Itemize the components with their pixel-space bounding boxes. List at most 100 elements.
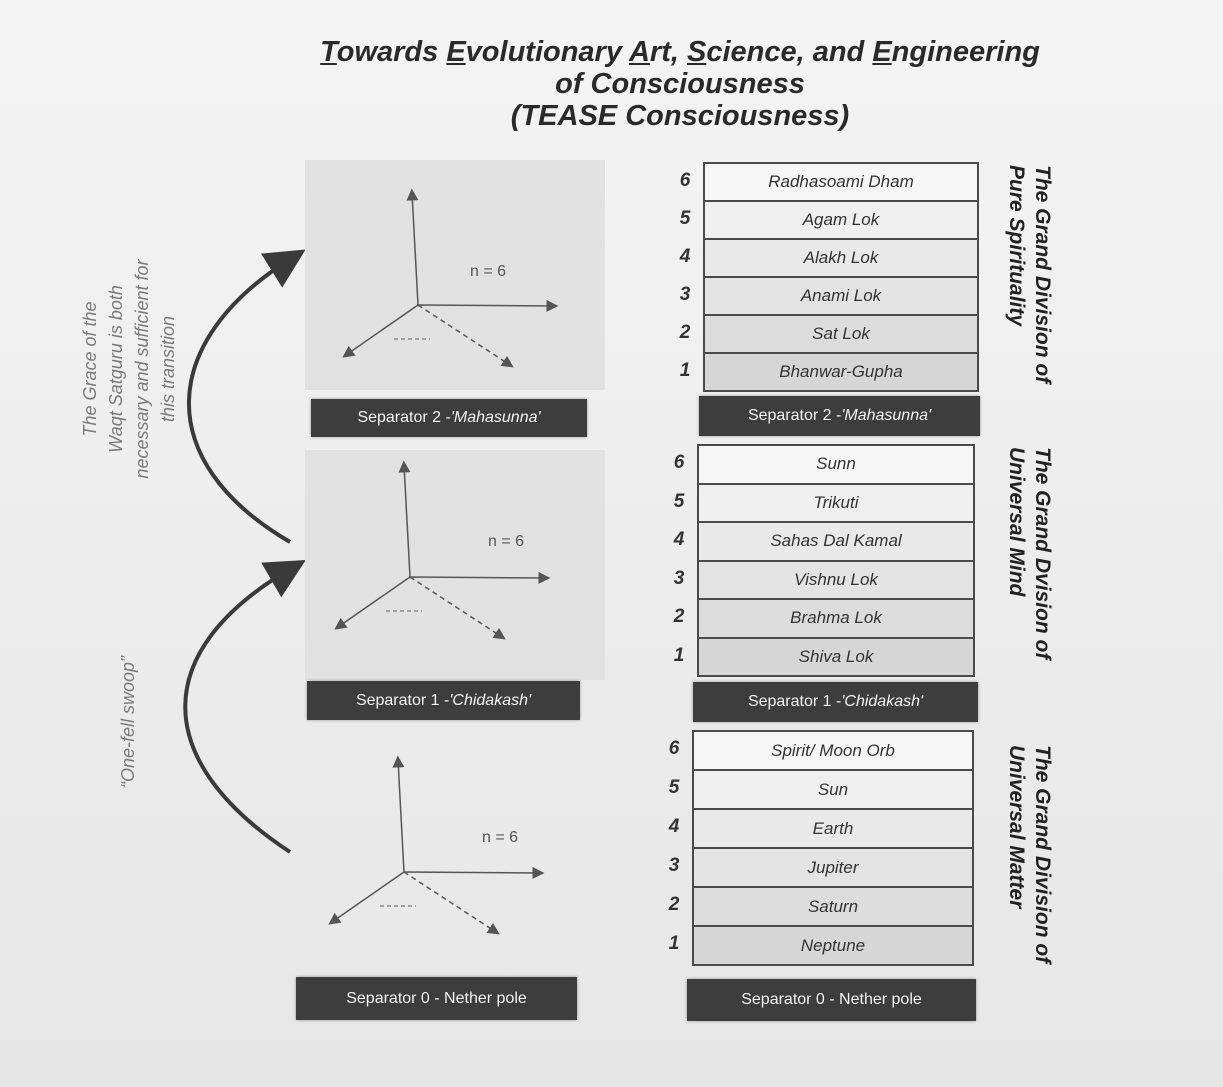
title-line-3: (TEASE Consciousness) — [510, 100, 850, 132]
separator-prefix: Separator 0 - Nether pole — [346, 989, 527, 1007]
horizontal-axis — [409, 571, 551, 584]
vertical-axis — [406, 188, 419, 306]
separator-label: Separator 0 - Nether pole — [687, 979, 976, 1021]
separator-label: Separator 1 - 'Chidakash' — [307, 681, 580, 720]
level-name: Saturn — [807, 896, 859, 916]
level-name: Sat Lok — [812, 324, 870, 343]
level-name: Earth — [812, 818, 854, 838]
level-number: 5 — [668, 777, 680, 798]
level-number: 5 — [679, 208, 691, 229]
separator-prefix: Separator 1 - — [355, 691, 450, 709]
level-number: 2 — [673, 606, 685, 627]
separator-label: Separator 2 - 'Mahasunna' — [699, 396, 980, 436]
division-label-line: The Grand Division of — [1031, 745, 1054, 964]
horizontal-axis — [403, 866, 545, 879]
level-box: Bhanwar-Gupha — [703, 352, 979, 392]
title-text: volutionary — [465, 36, 629, 68]
title-line-2: of Consciousness — [555, 68, 805, 100]
division-label-line: Universal Matter — [1005, 745, 1028, 909]
level-number: 1 — [668, 933, 680, 954]
vertical-axis — [392, 755, 405, 873]
title-text: cience, and — [706, 36, 873, 68]
separator-label: Separator 1 - 'Chidakash' — [693, 682, 978, 722]
level-box: Neptune — [692, 925, 974, 966]
level-name: Bhanwar-Gupha — [779, 362, 903, 381]
division-label-line: The Grand Dvision of — [1031, 447, 1054, 660]
horizontal-axis — [417, 299, 559, 312]
level-number: 1 — [679, 360, 691, 381]
dashed-projection — [403, 871, 500, 935]
separator-prefix: Separator 2 - — [357, 409, 451, 426]
level-number: 3 — [673, 567, 685, 589]
separator-name: 'Mahasunna' — [841, 407, 932, 424]
title-initial: E — [446, 36, 466, 68]
separator-prefix: Separator 1 - — [747, 693, 842, 710]
dashed-projection — [417, 304, 514, 368]
level-name: Alakh Lok — [803, 248, 879, 267]
level-box: Anami Lok — [703, 276, 979, 316]
title-text: owards — [336, 36, 447, 68]
level-name: Vishnu Lok — [794, 569, 878, 589]
axis-panel-background — [305, 450, 605, 680]
level-box: Sahas Dal Kamal — [697, 521, 975, 562]
separator-prefix: Separator 0 - Nether pole — [741, 991, 922, 1008]
level-number: 2 — [668, 894, 680, 915]
depth-axis — [334, 576, 411, 630]
title-initial: T — [320, 36, 337, 68]
title-initial: E — [872, 36, 892, 68]
level-box: Sunn — [697, 444, 975, 485]
level-name: Radhasoami Dham — [768, 172, 914, 191]
division-label-line: Pure Spirituality — [1005, 165, 1028, 327]
separator-label: Separator 0 - Nether pole — [296, 977, 577, 1020]
level-number: 1 — [673, 644, 685, 666]
level-number: 2 — [679, 322, 691, 343]
upper-transition-arrow — [187, 249, 306, 544]
vertical-axis — [398, 460, 411, 578]
level-name: Sunn — [816, 454, 856, 474]
level-box: Spirit/ Moon Orb — [692, 730, 974, 771]
title-line-1: Towards Evolutionary Art, Science, and E… — [180, 36, 1180, 68]
level-number: 4 — [679, 246, 691, 267]
title-text: ngineering — [891, 36, 1040, 68]
separator-prefix: Separator 2 - — [747, 407, 842, 424]
level-box: Earth — [692, 808, 974, 849]
level-box: Shiva Lok — [697, 636, 975, 677]
level-box: Agam Lok — [703, 200, 979, 240]
dimension-label: n = 6 — [470, 263, 507, 280]
level-name: Trikuti — [813, 492, 859, 512]
level-box: Jupiter — [692, 847, 974, 888]
depth-axis — [328, 871, 405, 925]
level-name: Neptune — [800, 935, 866, 955]
level-name: Anami Lok — [800, 286, 882, 305]
title-initial: A — [628, 36, 650, 68]
level-name: Agam Lok — [802, 210, 880, 229]
level-number: 4 — [668, 816, 680, 837]
level-name: Jupiter — [807, 857, 859, 877]
separator-name: 'Chidakash' — [449, 691, 532, 709]
level-box: Alakh Lok — [703, 238, 979, 278]
level-number: 6 — [668, 738, 680, 759]
level-box: Sat Lok — [703, 314, 979, 354]
level-box: Trikuti — [697, 482, 975, 523]
level-number: 3 — [679, 284, 691, 305]
division-label-line: The Grand Division of — [1031, 165, 1054, 384]
level-name: Sun — [817, 779, 849, 799]
level-box: Radhasoami Dham — [703, 162, 979, 202]
level-box: Sun — [692, 769, 974, 810]
level-number: 6 — [673, 452, 685, 473]
level-box: Vishnu Lok — [697, 559, 975, 600]
title-text: rt, — [649, 36, 687, 68]
dimension-label: n = 6 — [482, 829, 519, 846]
level-number: 4 — [673, 529, 685, 550]
level-name: Brahma Lok — [790, 608, 882, 628]
separator-label: Separator 2 - 'Mahasunna' — [311, 399, 587, 437]
division-label-line: Universal Mind — [1005, 447, 1028, 597]
